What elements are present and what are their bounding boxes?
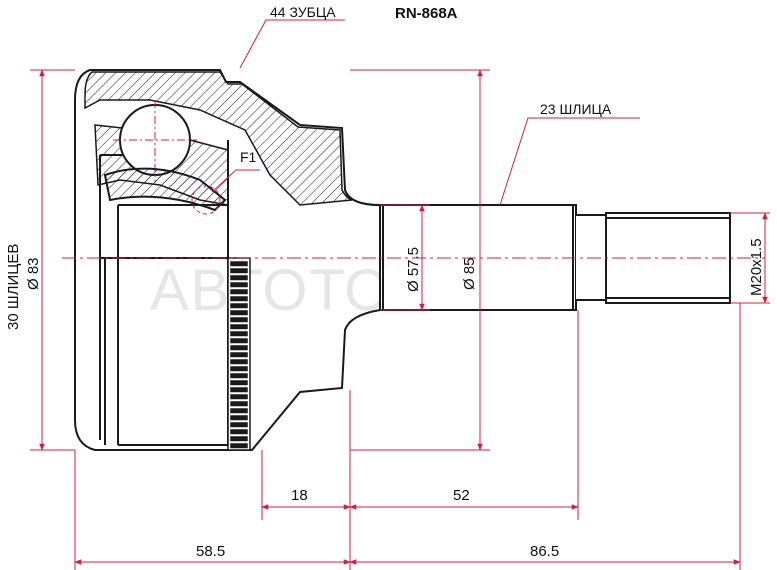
abs-ring-tooth [230,408,248,414]
flange-diameter-label: Ø 85 [461,257,478,290]
thread-label: M20x1.5 [748,238,765,296]
outer-diameter-label: Ø 83 [25,257,42,290]
abs-ring-tooth [230,380,248,386]
shaft-splines-callout: 23 ШЛИЦА [540,101,612,117]
dimension-lines [30,19,770,570]
shaft-length-label: 52 [453,487,470,504]
abs-ring-tooth [230,282,248,288]
abs-ring-tooth [230,422,248,428]
abs-ring-tooth [230,324,248,330]
abs-ring-tooth [230,429,248,435]
cage [103,167,227,212]
ring-width-label: 18 [291,487,308,504]
part-number: RN-868A [395,5,458,22]
shaft-diameter-label: Ø 57.5 [405,247,422,292]
housing-length-label: 58.5 [196,543,225,560]
outer-teeth-callout: 44 ЗУБЦА [270,4,336,20]
abs-ring-tooth [230,394,248,400]
total-shaft-length-label: 86.5 [530,543,559,560]
abs-ring [227,257,251,451]
abs-ring-tooth [230,373,248,379]
abs-ring-callout: F1 [240,149,257,165]
abs-ring-tooth [230,317,248,323]
abs-ring-tooth [230,359,248,365]
f1-detail-circle [191,185,221,215]
abs-ring-tooth [230,303,248,309]
abs-ring-tooth [230,387,248,393]
abs-ring-tooth [230,268,248,274]
abs-ring-tooth [230,415,248,421]
abs-ring-tooth [230,289,248,295]
abs-ring-tooth [230,310,248,316]
abs-ring-tooth [230,436,248,442]
abs-ring-tooth [230,261,248,267]
abs-ring-tooth [230,345,248,351]
abs-ring-tooth [230,366,248,372]
abs-ring-tooth [230,401,248,407]
abs-ring-tooth [230,275,248,281]
abs-ring-tooth [230,331,248,337]
inner-splines-label: 30 ШЛИЦЕВ [5,244,22,330]
abs-ring-tooth [230,352,248,358]
abs-ring-tooth [230,338,248,344]
abs-ring-tooth [230,296,248,302]
abs-ring-tooth [230,443,248,449]
